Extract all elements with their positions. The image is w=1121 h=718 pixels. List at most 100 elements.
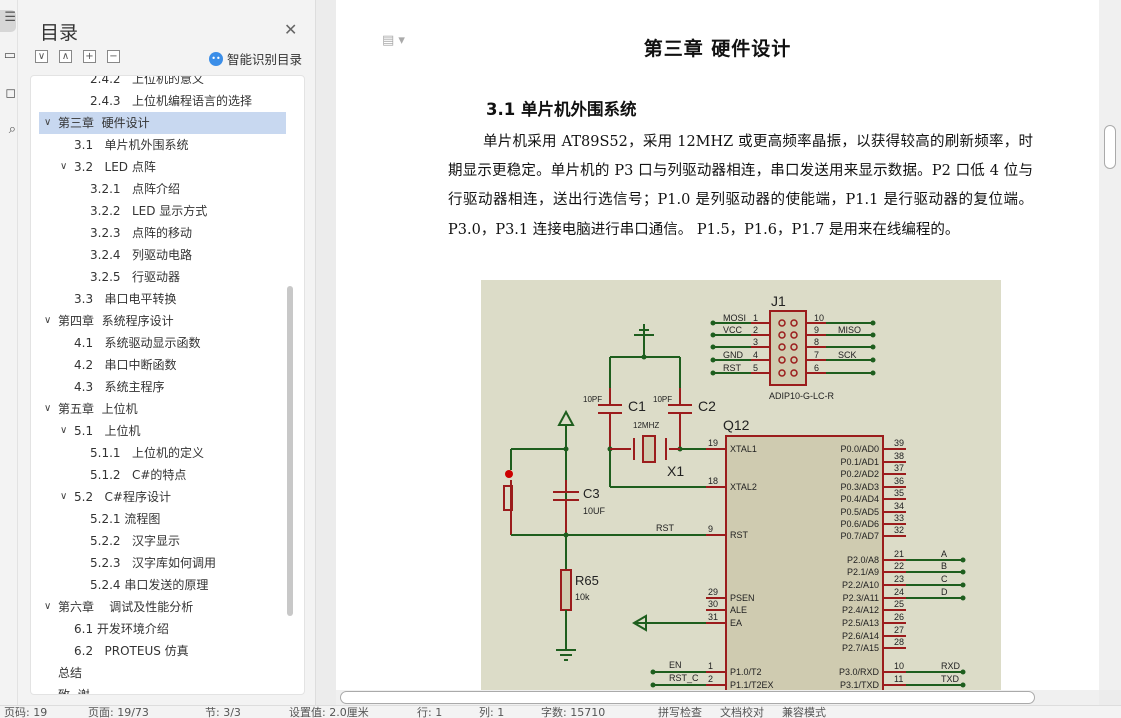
toc-item[interactable]: 5.1.1 上位机的定义	[31, 442, 297, 464]
toc-item-label: 5.2.1 流程图	[90, 512, 161, 526]
pin-hole	[790, 343, 798, 351]
toc-panel-icon[interactable]: ☰	[0, 10, 16, 32]
chip-ref: Q12	[723, 417, 750, 433]
junction-dot	[870, 332, 876, 338]
pin-name: ALE	[730, 605, 747, 615]
chevron-down-icon[interactable]: ∨	[44, 315, 52, 326]
capacitor-ref: C2	[698, 398, 716, 414]
toc-item[interactable]: ∨第五章 上位机	[31, 398, 297, 420]
status-item[interactable]: 拼写检查	[658, 706, 702, 718]
chevron-down-icon[interactable]: ∨	[44, 117, 52, 128]
chevron-down-icon[interactable]: ∨	[60, 491, 68, 502]
close-icon[interactable]: ✕	[284, 20, 298, 39]
pin-name: P0.6/AD6	[840, 519, 879, 529]
crystal-x1	[642, 435, 656, 463]
pin-name: P2.4/A12	[842, 605, 879, 615]
toc-item-label: 5.2.4 串口发送的原理	[90, 578, 209, 592]
pin-name: P3.1/TXD	[840, 680, 880, 690]
toc-item[interactable]: 5.2.4 串口发送的原理	[31, 574, 297, 596]
body-paragraph: 单片机采用 AT89S52，采用 12MHZ 或更高频率晶振，以获得较高的刷新频…	[448, 134, 1033, 238]
toc-item[interactable]: 3.2.2 LED 显示方式	[31, 200, 297, 222]
power-arrow-icon	[632, 614, 647, 632]
toc-item[interactable]: 4.2 串口中断函数	[31, 354, 297, 376]
toc-item[interactable]: 3.1 单片机外围系统	[31, 134, 297, 156]
page-menu-icon[interactable]: ▤ ▾	[382, 33, 405, 48]
toc-item[interactable]: 6.2 PROTEUS 仿真	[31, 640, 297, 662]
left-icon-rail: ☰ ▭ ◻ ⌕	[0, 0, 18, 705]
pin-name: P0.4/AD4	[840, 494, 879, 504]
smart-toc-icon: ••	[209, 51, 223, 66]
switch-terminal	[505, 470, 513, 478]
document-area: ▤ ▾ 第三章 硬件设计 3.1 单片机外围系统 单片机采用 AT89S52，采…	[315, 0, 1121, 705]
status-item[interactable]: 页面: 19/73	[88, 706, 149, 718]
toc-item[interactable]: ∨第四章 系统程序设计	[31, 310, 297, 332]
search-icon[interactable]: ⌕	[8, 122, 16, 137]
smart-toc-label: 智能识别目录	[227, 52, 303, 67]
pin-name: P1.0/T2	[730, 667, 762, 677]
pin-number: 22	[894, 561, 904, 571]
horizontal-scroll-thumb[interactable]	[340, 691, 1035, 704]
toc-item[interactable]: 4.3 系统主程序	[31, 376, 297, 398]
toc-item[interactable]: ∨第三章 硬件设计	[39, 112, 286, 134]
vertical-scroll-thumb[interactable]	[1104, 125, 1116, 169]
toc-item[interactable]: 5.2.3 汉字库如何调用	[31, 552, 297, 574]
pin-number: 11	[894, 674, 903, 684]
status-item[interactable]: 文档校对	[720, 706, 764, 718]
toc-item[interactable]: ∨5.2 C#程序设计	[31, 486, 297, 508]
chevron-down-icon[interactable]: ∨	[60, 161, 68, 172]
toc-item-label: 5.2.2 汉字显示	[90, 534, 180, 548]
toc-item[interactable]: 5.2.2 汉字显示	[31, 530, 297, 552]
notes-panel-icon[interactable]: ◻	[5, 86, 16, 101]
toc-item-label: 3.2.3 点阵的移动	[90, 226, 192, 240]
pin-hole	[790, 319, 798, 327]
pin-name: P0.3/AD3	[840, 482, 879, 492]
toc-item[interactable]: 3.2.5 行驱动器	[31, 266, 297, 288]
expand-up-button[interactable]: ∧	[59, 50, 72, 63]
net-label: SCK	[838, 350, 857, 360]
junction-dot	[650, 669, 656, 675]
pin-name: XTAL2	[730, 482, 757, 492]
status-item[interactable]: 设置值: 2.0厘米	[289, 706, 369, 718]
add-level-button[interactable]: +	[83, 50, 96, 63]
status-item[interactable]: 列: 1	[479, 706, 505, 718]
toc-item[interactable]: 2.4.2 上位机的意义	[31, 76, 297, 90]
toc-item[interactable]: 3.2.3 点阵的移动	[31, 222, 297, 244]
horizontal-scrollbar[interactable]	[336, 690, 1099, 705]
chapter-title: 第三章 硬件设计	[643, 38, 792, 60]
toc-item[interactable]: 5.2.1 流程图	[31, 508, 297, 530]
status-item[interactable]: 兼容模式	[782, 706, 826, 718]
vertical-scrollbar[interactable]	[1099, 0, 1121, 690]
toc-item[interactable]: 4.1 系统驱动显示函数	[31, 332, 297, 354]
toc-item[interactable]: ∨5.1 上位机	[31, 420, 297, 442]
chevron-down-icon[interactable]: ∨	[60, 425, 68, 436]
toc-item[interactable]: ∨第六章 调试及性能分析	[31, 596, 297, 618]
remove-level-button[interactable]: −	[107, 50, 120, 63]
smart-toc-button[interactable]: •• 智能识别目录	[209, 49, 302, 68]
connector-j1	[769, 310, 807, 386]
toc-scrollbar[interactable]	[287, 286, 293, 616]
toc-item[interactable]: 3.2.1 点阵介绍	[31, 178, 297, 200]
toc-item[interactable]: 致 谢	[31, 684, 297, 694]
status-item[interactable]: 节: 3/3	[205, 706, 241, 718]
capacitor-value: 10PF	[583, 395, 602, 404]
pin-name: P0.2/AD2	[840, 469, 879, 479]
status-item[interactable]: 行: 1	[417, 706, 443, 718]
toc-item[interactable]: 总结	[31, 662, 297, 684]
bookmark-panel-icon[interactable]: ▭	[3, 48, 16, 63]
chevron-down-icon[interactable]: ∨	[44, 403, 52, 414]
status-item[interactable]: 页码: 19	[4, 706, 48, 718]
pin-number: 7	[814, 350, 819, 360]
pin-number: 31	[708, 612, 718, 622]
capacitor-value: 10PF	[653, 395, 672, 404]
status-item[interactable]: 字数: 15710	[541, 706, 606, 718]
toc-item[interactable]: 2.4.3 上位机编程语言的选择	[31, 90, 297, 112]
pin-name: P2.2/A10	[842, 580, 879, 590]
chevron-down-icon[interactable]: ∨	[44, 601, 52, 612]
toc-item[interactable]: 3.2.4 列驱动电路	[31, 244, 297, 266]
toc-item[interactable]: ∨3.2 LED 点阵	[31, 156, 297, 178]
pin-number: 27	[894, 625, 904, 635]
toc-item[interactable]: 5.1.2 C#的特点	[31, 464, 297, 486]
toc-item[interactable]: 3.3 串口电平转换	[31, 288, 297, 310]
toc-item[interactable]: 6.1 开发环境介绍	[31, 618, 297, 640]
collapse-all-button[interactable]: ∨	[35, 50, 48, 63]
